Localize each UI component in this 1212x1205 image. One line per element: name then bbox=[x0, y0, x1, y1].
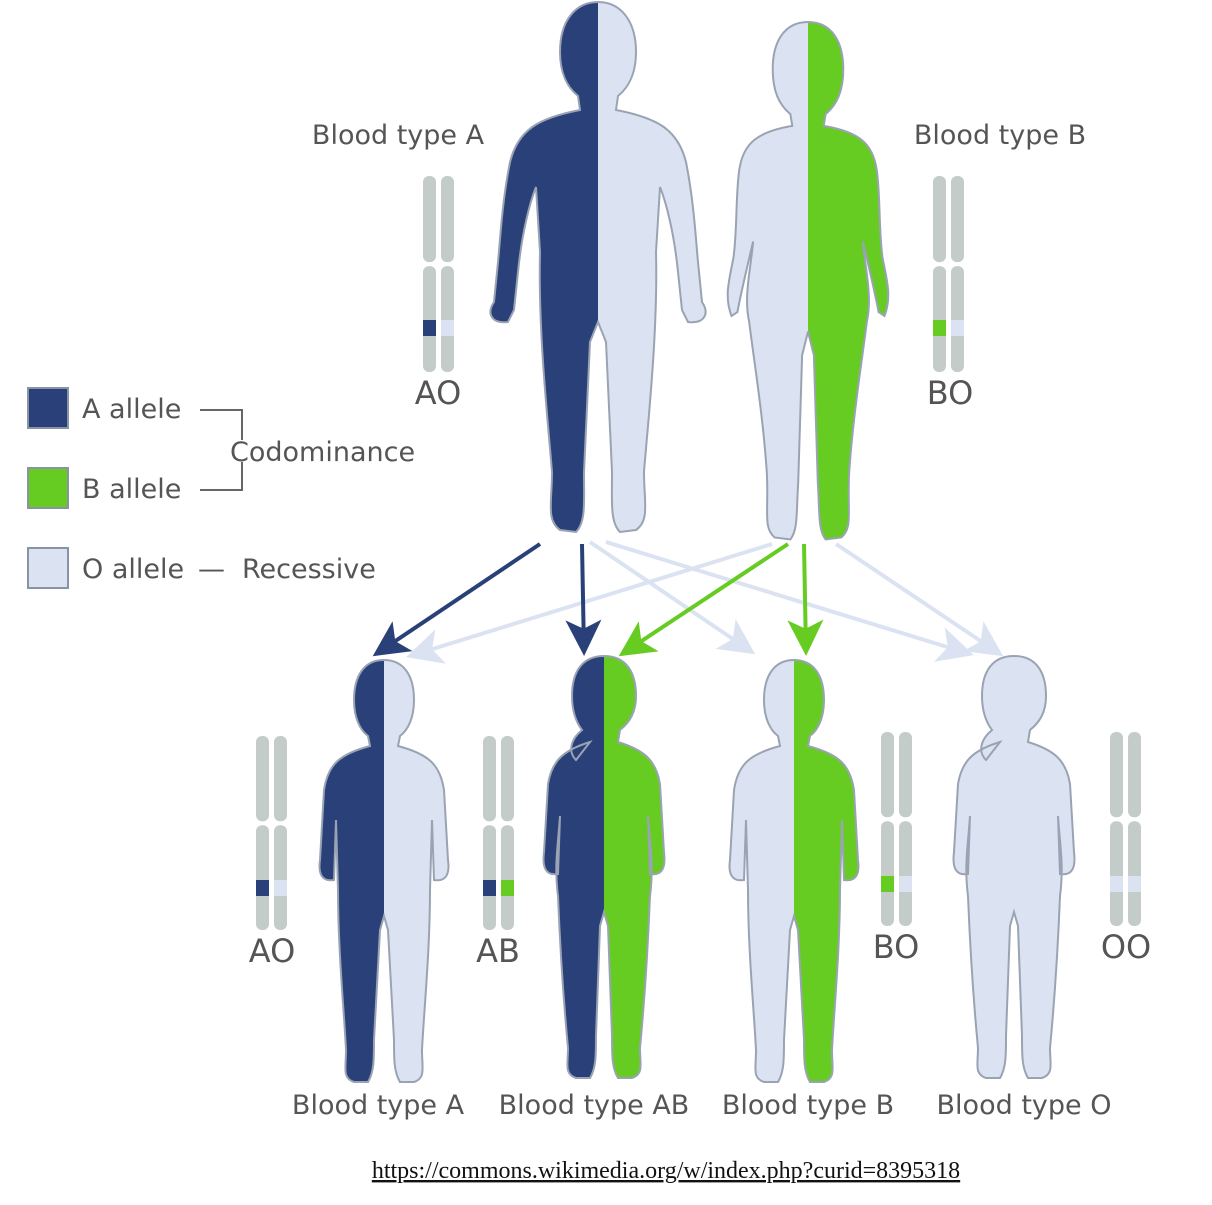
chromosome-child-o-band-left bbox=[1110, 876, 1123, 892]
child-label-o: Blood type O bbox=[937, 1090, 1112, 1121]
chromosome-child-ab-arm-top-0 bbox=[483, 736, 496, 822]
child-a-figure bbox=[318, 659, 450, 1083]
chromosome-child-o-arm-bottom-0 bbox=[1110, 821, 1123, 926]
child-label-ab: Blood type AB bbox=[499, 1090, 690, 1121]
genotype-child-ab: AB bbox=[476, 932, 520, 970]
chromosome-father-arm-bottom-0 bbox=[423, 266, 436, 372]
chromosome-father bbox=[423, 176, 454, 372]
chromosome-child-b-arm-bottom-0 bbox=[881, 821, 894, 926]
arrow-father-o-to-child-b bbox=[588, 540, 756, 655]
chromosome-child-b-arm-top-1 bbox=[899, 732, 912, 818]
chromosome-child-o-arm-top-1 bbox=[1128, 732, 1141, 818]
parent-figures bbox=[489, 1, 890, 541]
chromosome-pairs bbox=[256, 176, 1141, 930]
chromosome-child-a-band-left bbox=[256, 880, 269, 896]
arrow-father-a-to-child-ab bbox=[565, 543, 602, 656]
legend-codominance: Codominance bbox=[230, 437, 415, 468]
chromosome-mother-arm-top-0 bbox=[933, 176, 946, 263]
child-o-figure bbox=[952, 655, 1076, 1079]
chromosome-mother bbox=[933, 176, 964, 372]
source-link[interactable]: https://commons.wikimedia.org/w/index.ph… bbox=[372, 1158, 960, 1184]
chromosome-father-arm-bottom-1 bbox=[441, 266, 454, 372]
child-label-b: Blood type B bbox=[722, 1090, 894, 1121]
chromosome-father-arm-top-0 bbox=[423, 176, 436, 263]
chromosome-child-a-band-right bbox=[274, 880, 287, 896]
child-ab-figure bbox=[542, 655, 666, 1079]
genotype-child-o: OO bbox=[1101, 928, 1151, 966]
chromosome-child-ab-arm-bottom-0 bbox=[483, 825, 496, 930]
chromosome-child-ab-band-right bbox=[501, 880, 514, 896]
arrow-mother-b-to-child-ab bbox=[618, 542, 790, 657]
chromosome-child-b bbox=[881, 732, 912, 926]
legend-label-b: B allele bbox=[82, 474, 181, 505]
chromosome-mother-band-right bbox=[951, 320, 964, 336]
arrow-mother-o-to-child-a bbox=[406, 542, 773, 664]
mother-figure bbox=[726, 20, 890, 541]
chromosome-child-o-band-right bbox=[1128, 876, 1141, 892]
chromosome-child-b-band-right bbox=[899, 876, 912, 892]
parent-label-mother: Blood type B bbox=[914, 120, 1086, 151]
genotype-child-a: AO bbox=[249, 932, 296, 970]
codominance-bracket bbox=[200, 409, 243, 491]
chromosome-child-ab-arm-top-1 bbox=[501, 736, 514, 822]
chromosome-child-b-arm-top-0 bbox=[881, 732, 894, 818]
child-b-figure bbox=[728, 659, 860, 1083]
legend-swatch-o bbox=[27, 547, 69, 589]
arrow-mother-b-to-child-b bbox=[787, 543, 824, 656]
father-figure bbox=[489, 1, 707, 533]
chromosome-child-a-arm-top-0 bbox=[256, 736, 269, 822]
chromosome-child-o-arm-bottom-1 bbox=[1128, 821, 1141, 926]
legend: A allele B allele O allele Codominance —… bbox=[27, 387, 415, 589]
parent-label-father: Blood type A bbox=[312, 120, 485, 151]
chromosome-child-ab-band-left bbox=[483, 880, 496, 896]
chromosome-father-band-left bbox=[423, 320, 436, 336]
chromosome-child-a-arm-bottom-0 bbox=[256, 825, 269, 930]
genotype-child-b: BO bbox=[873, 928, 920, 966]
legend-dash: — bbox=[198, 554, 225, 585]
chromosome-child-o bbox=[1110, 732, 1141, 926]
legend-label-a: A allele bbox=[82, 394, 181, 425]
child-label-a: Blood type A bbox=[292, 1090, 465, 1121]
arrow-father-a-to-child-a bbox=[372, 542, 542, 657]
legend-recessive: Recessive bbox=[242, 554, 376, 585]
chromosome-child-b-band-left bbox=[881, 876, 894, 892]
chromosome-child-o-arm-top-0 bbox=[1110, 732, 1123, 818]
genotype-father: AO bbox=[415, 374, 462, 412]
chromosome-child-ab bbox=[483, 736, 514, 930]
chromosome-mother-arm-bottom-0 bbox=[933, 266, 946, 372]
legend-label-o: O allele bbox=[82, 554, 184, 585]
chromosome-mother-arm-bottom-1 bbox=[951, 266, 964, 372]
chromosome-child-b-arm-bottom-1 bbox=[899, 821, 912, 926]
chromosome-father-band-right bbox=[441, 320, 454, 336]
legend-swatch-b bbox=[27, 467, 69, 509]
chromosome-child-a-arm-top-1 bbox=[274, 736, 287, 822]
chromosome-mother-arm-top-1 bbox=[951, 176, 964, 263]
child-figures bbox=[318, 655, 1076, 1083]
chromosome-child-a bbox=[256, 736, 287, 930]
chromosome-father-arm-top-1 bbox=[441, 176, 454, 263]
legend-swatch-a bbox=[27, 387, 69, 429]
chromosome-mother-band-left bbox=[933, 320, 946, 336]
chromosome-child-a-arm-bottom-1 bbox=[274, 825, 287, 930]
arrow-father-o-to-child-o bbox=[605, 540, 974, 662]
inheritance-arrows bbox=[372, 540, 1004, 664]
genotype-mother: BO bbox=[927, 374, 974, 412]
chromosome-child-ab-arm-bottom-1 bbox=[501, 825, 514, 930]
arrow-mother-o-to-child-o bbox=[834, 542, 1004, 657]
father-figure-right-half bbox=[598, 2, 706, 532]
